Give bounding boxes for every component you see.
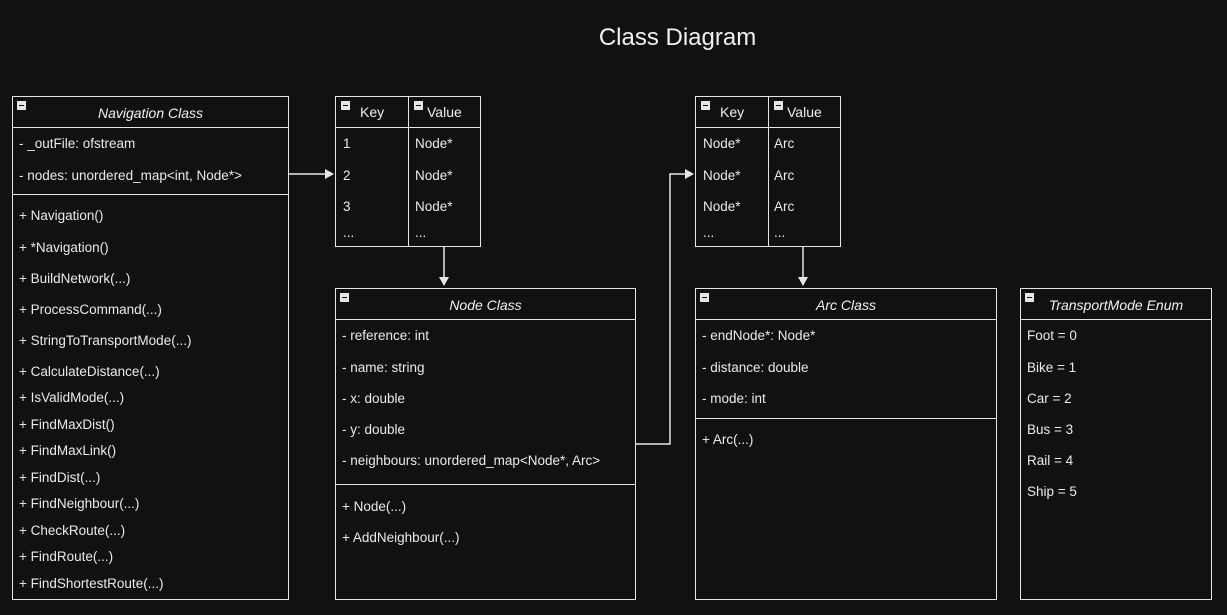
navigation-attribute: - nodes: unordered_map<int, Node*> <box>19 168 242 183</box>
navigation-method: + *Navigation() <box>19 240 109 255</box>
navigation-class-header: Navigation Class <box>13 97 288 128</box>
edge-node-to-map2 <box>636 169 694 445</box>
node-class-header: Node Class <box>336 289 635 320</box>
table-divider <box>408 97 409 246</box>
collapse-icon[interactable] <box>1025 293 1034 302</box>
map-key: 1 <box>343 136 351 151</box>
map-value: Arc <box>774 199 795 214</box>
nodes-map-table[interactable]: Key Value 1 2 3 ... Node* Node* Node* ..… <box>335 96 481 247</box>
collapse-icon[interactable] <box>340 293 349 302</box>
arc-class-box[interactable]: Arc Class - endNode*: Node* - distance: … <box>695 288 997 600</box>
map-value: Node* <box>415 199 453 214</box>
map-key: 2 <box>343 168 351 183</box>
key-header: Key <box>720 104 745 120</box>
key-header: Key <box>360 104 385 120</box>
enum-value: Car = 2 <box>1027 391 1072 406</box>
collapse-icon[interactable] <box>701 101 710 110</box>
navigation-method: + FindMaxDist() <box>19 417 115 432</box>
enum-value: Bike = 1 <box>1027 360 1077 375</box>
collapse-icon[interactable] <box>17 101 26 110</box>
node-attribute: - name: string <box>342 360 425 375</box>
arc-class-header: Arc Class <box>696 289 996 320</box>
navigation-method: + FindMaxLink() <box>19 443 117 458</box>
map-key: Node* <box>703 168 741 183</box>
navigation-method: + FindNeighbour(...) <box>19 496 140 511</box>
navigation-method: + CheckRoute(...) <box>19 523 126 538</box>
navigation-class-box[interactable]: Navigation Class - _outFile: ofstream - … <box>12 96 289 600</box>
map-value: Arc <box>774 136 795 151</box>
navigation-method: + FindShortestRoute(...) <box>19 576 164 591</box>
navigation-method: + CalculateDistance(...) <box>19 364 160 379</box>
arc-method: + Arc(...) <box>702 432 754 447</box>
collapse-icon[interactable] <box>414 101 423 110</box>
node-divider <box>336 484 635 485</box>
node-method: + Node(...) <box>342 499 407 514</box>
transport-mode-header: TransportMode Enum <box>1021 289 1211 320</box>
collapse-icon[interactable] <box>341 101 350 110</box>
map-value: Arc <box>774 168 795 183</box>
diagram-title: Class Diagram <box>598 24 757 51</box>
map-value: Node* <box>415 136 453 151</box>
node-attribute: - reference: int <box>342 328 430 343</box>
arc-attribute: - mode: int <box>702 391 766 406</box>
arc-divider <box>696 418 996 419</box>
map-key: ... <box>703 225 715 240</box>
navigation-method: + FindRoute(...) <box>19 549 114 564</box>
enum-value: Bus = 3 <box>1027 422 1074 437</box>
arc-attribute: - distance: double <box>702 360 809 375</box>
neighbours-map-table[interactable]: Key Value Node* Node* Node* ... Arc Arc … <box>695 96 841 247</box>
map-key: Node* <box>703 136 741 151</box>
value-header: Value <box>787 104 822 120</box>
map-value: ... <box>774 225 786 240</box>
map-key: 3 <box>343 199 351 214</box>
transport-mode-enum-box[interactable]: TransportMode Enum Foot = 0 Bike = 1 Car… <box>1020 288 1212 600</box>
navigation-method: + StringToTransportMode(...) <box>19 333 192 348</box>
node-attribute: - neighbours: unordered_map<Node*, Arc> <box>342 453 601 468</box>
table-divider <box>768 97 769 246</box>
enum-value: Foot = 0 <box>1027 328 1077 343</box>
map-value: Node* <box>415 168 453 183</box>
map-value: ... <box>415 225 427 240</box>
collapse-icon[interactable] <box>700 293 709 302</box>
navigation-method: + ProcessCommand(...) <box>19 302 162 317</box>
navigation-method: + BuildNetwork(...) <box>19 271 131 286</box>
node-attribute: - y: double <box>342 422 406 437</box>
collapse-icon[interactable] <box>774 101 783 110</box>
node-method: + AddNeighbour(...) <box>342 530 460 545</box>
map-key: Node* <box>703 199 741 214</box>
node-attribute: - x: double <box>342 391 406 406</box>
navigation-method: + Navigation() <box>19 208 104 223</box>
navigation-attribute: - _outFile: ofstream <box>19 136 136 151</box>
arc-attribute: - endNode*: Node* <box>702 328 816 343</box>
navigation-divider <box>13 194 288 195</box>
navigation-method: + IsValidMode(...) <box>19 390 125 405</box>
navigation-method: + FindDist(...) <box>19 470 101 485</box>
value-header: Value <box>427 104 462 120</box>
map-key: ... <box>343 225 355 240</box>
enum-value: Ship = 5 <box>1027 484 1077 499</box>
enum-value: Rail = 4 <box>1027 453 1074 468</box>
node-class-box[interactable]: Node Class - reference: int - name: stri… <box>335 288 636 600</box>
